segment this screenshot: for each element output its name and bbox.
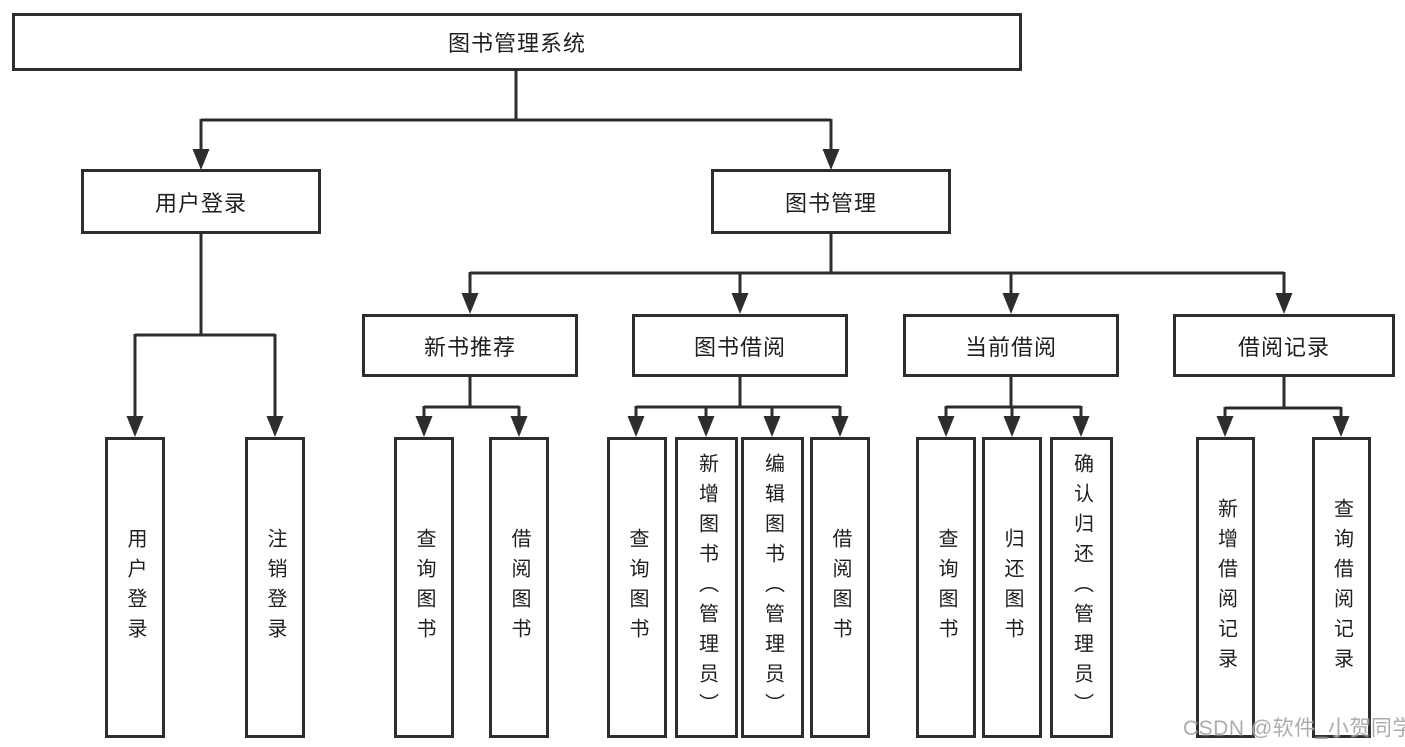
watermark: CSDN @软件_小贺同学 bbox=[1183, 717, 1405, 740]
node-label: 编辑图书（管理员） bbox=[761, 452, 784, 723]
node-label: 借阅图书 bbox=[508, 527, 530, 648]
node-label: 新书推荐 bbox=[423, 334, 516, 360]
node-label: 查询图书 bbox=[935, 527, 957, 648]
node-book-management: 图书管理 bbox=[711, 169, 951, 234]
node-label: 归还图书 bbox=[1001, 527, 1023, 648]
node-user-login: 用户登录 bbox=[81, 169, 321, 234]
node-root: 图书管理系统 bbox=[12, 13, 1022, 71]
node-new-book-recommend: 新书推荐 bbox=[362, 314, 578, 377]
leaf-borrow-books-borrowing: 借阅图书 bbox=[810, 437, 870, 738]
leaf-query-books-recommend: 查询图书 bbox=[394, 437, 454, 738]
node-label: 借阅记录 bbox=[1237, 334, 1330, 360]
edge-current-borrowing-to-leaves bbox=[937, 376, 1090, 437]
node-label: 确认归还（管理员） bbox=[1070, 452, 1093, 723]
node-label: 借阅图书 bbox=[829, 527, 851, 648]
node-label: 当前借阅 bbox=[964, 334, 1057, 360]
node-label: 新增借阅记录 bbox=[1214, 497, 1237, 678]
edge-book-management-to-level3 bbox=[461, 233, 1293, 314]
leaf-add-borrow-record: 新增借阅记录 bbox=[1196, 437, 1255, 738]
edge-borrowing-records-to-leaves bbox=[1216, 376, 1350, 437]
node-label: 查询借阅记录 bbox=[1330, 497, 1353, 678]
node-label: 查询图书 bbox=[413, 527, 435, 648]
node-label: 新增图书（管理员） bbox=[695, 452, 718, 723]
node-book-borrowing: 图书借阅 bbox=[632, 314, 848, 377]
edge-book-borrowing-to-leaves bbox=[627, 376, 849, 437]
leaf-logout: 注销登录 bbox=[245, 437, 305, 738]
node-borrowing-records: 借阅记录 bbox=[1173, 314, 1395, 377]
node-label: 查询图书 bbox=[626, 527, 648, 648]
node-label: 图书管理 bbox=[784, 190, 877, 216]
node-label: 用户登录 bbox=[124, 527, 146, 648]
node-current-borrowing: 当前借阅 bbox=[903, 314, 1119, 377]
edge-new-book-recommend-to-leaves bbox=[415, 376, 528, 437]
edge-root-to-level2 bbox=[192, 70, 840, 170]
node-label: 图书借阅 bbox=[693, 334, 786, 360]
node-label: 注销登录 bbox=[264, 527, 286, 648]
leaf-confirm-return-admin: 确认归还（管理员） bbox=[1050, 437, 1113, 738]
leaf-edit-book-admin: 编辑图书（管理员） bbox=[741, 437, 804, 738]
leaf-query-books-borrowing: 查询图书 bbox=[607, 437, 667, 738]
leaf-add-book-admin: 新增图书（管理员） bbox=[675, 437, 738, 738]
leaf-return-book: 归还图书 bbox=[982, 437, 1042, 738]
node-label: 图书管理系统 bbox=[447, 31, 586, 56]
leaf-borrow-books-recommend: 借阅图书 bbox=[489, 437, 549, 738]
node-label: 用户登录 bbox=[154, 190, 247, 216]
leaf-query-books-current: 查询图书 bbox=[916, 437, 976, 738]
edge-user-login-to-leaves bbox=[126, 233, 284, 437]
leaf-user-login: 用户登录 bbox=[105, 437, 165, 738]
leaf-query-borrow-record: 查询借阅记录 bbox=[1312, 437, 1371, 738]
